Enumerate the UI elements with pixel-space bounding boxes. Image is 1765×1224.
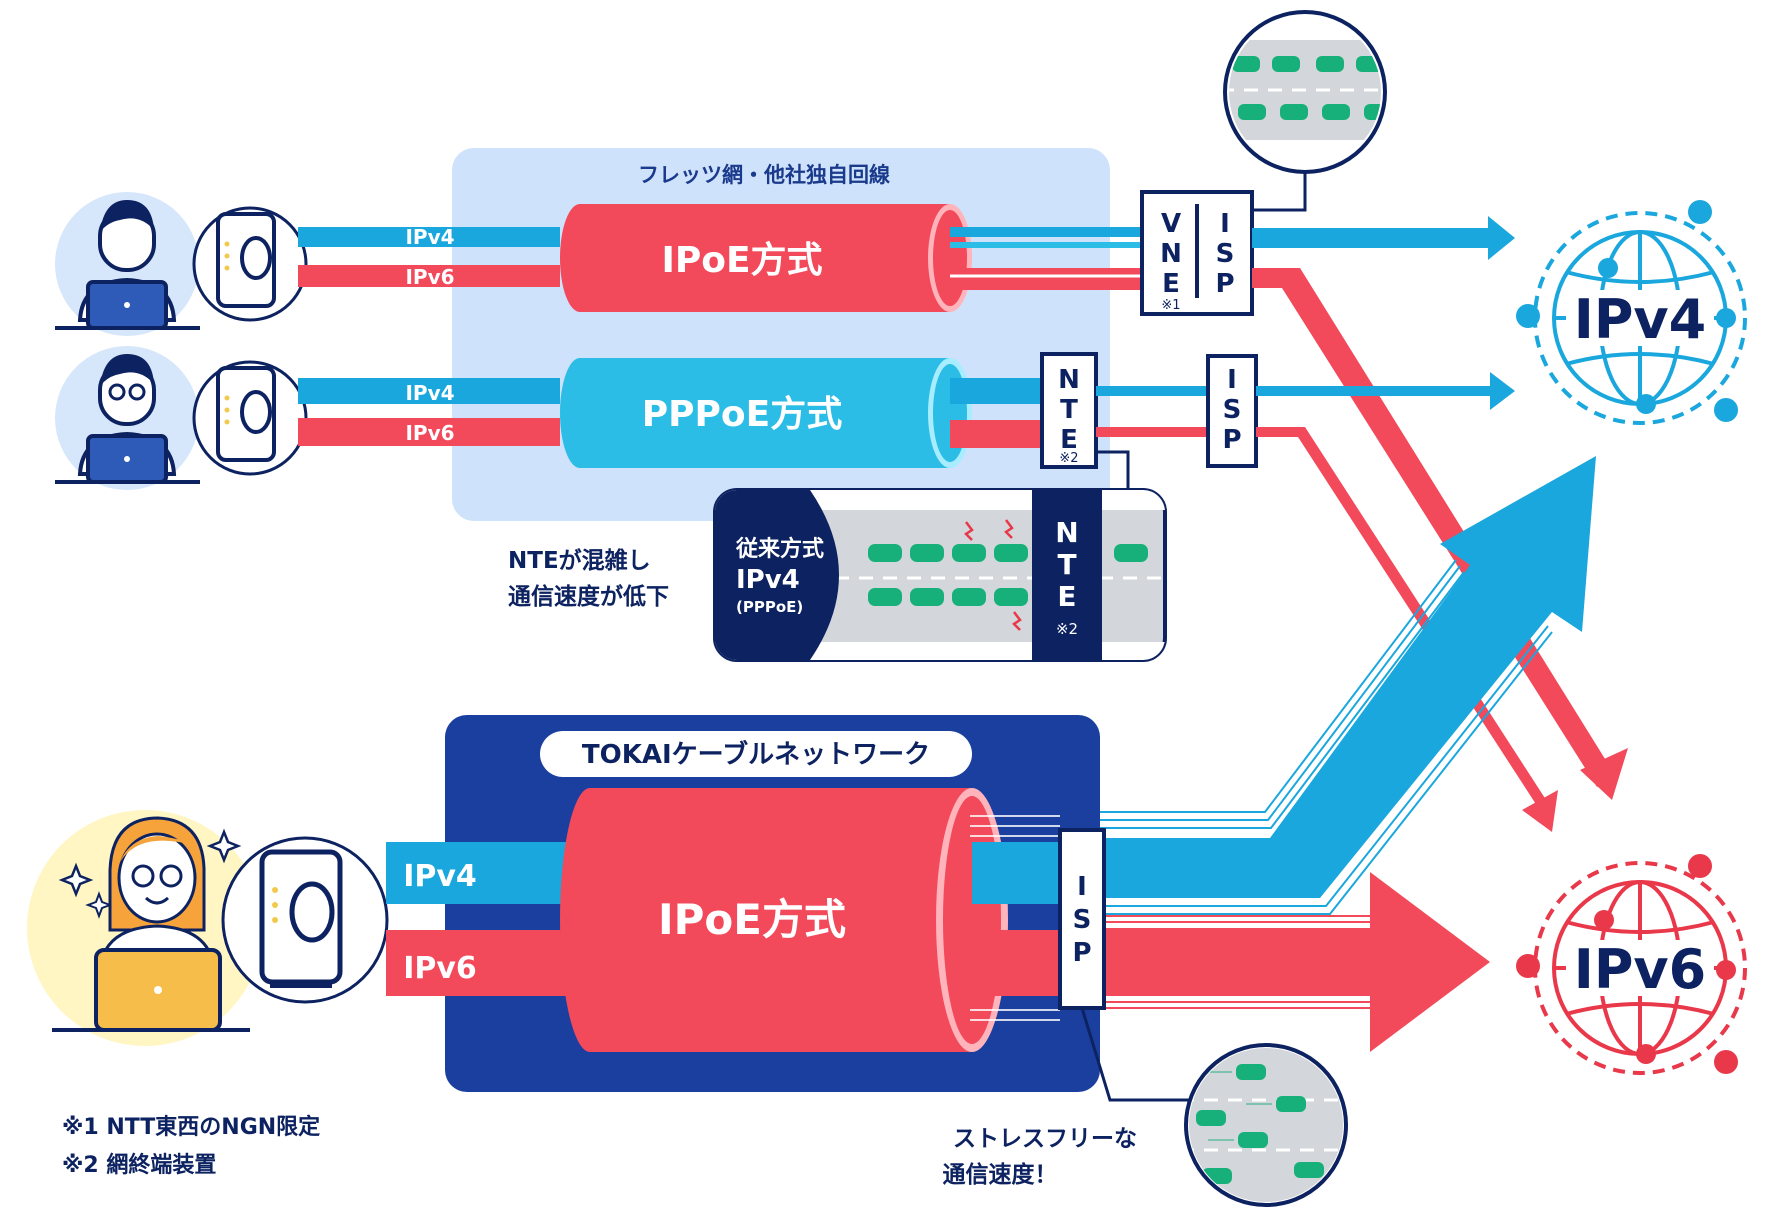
svg-text:S: S (1223, 395, 1242, 425)
svg-text:E: E (1057, 580, 1076, 613)
tokai-network-title: TOKAIケーブルネットワーク (582, 739, 930, 770)
traffic-zoom-circle-bottom (1184, 1043, 1348, 1207)
router-icon-1 (192, 206, 308, 322)
svg-text:S: S (1073, 905, 1092, 935)
svg-text:I: I (1077, 872, 1087, 902)
svg-text:T: T (1057, 548, 1076, 581)
svg-text:V: V (1161, 209, 1181, 239)
svg-text:N: N (1160, 239, 1182, 269)
user-avatar-3 (27, 810, 263, 1046)
svg-text:I: I (1220, 209, 1230, 239)
nte-congestion-panel: 従来方式 IPv4 (PPPoE) N T E ※2 (713, 488, 1167, 662)
congestion-caption-line1: NTEが混雑し (508, 547, 651, 574)
tokai-tube-label: IPoE方式 (658, 895, 846, 944)
ipoe-ipv6-label: IPv6 (405, 265, 454, 289)
tokai-title-pill (540, 731, 972, 777)
user-avatar-2 (55, 346, 200, 490)
footnote-1: ※1 NTT東西のNGN限定 (62, 1114, 320, 1140)
svg-text:P: P (1215, 269, 1234, 299)
pppoe-tube-label: PPPoE方式 (642, 394, 842, 435)
pppoe-ipv6-label: IPv6 (405, 421, 454, 445)
svg-text:E: E (1060, 425, 1078, 455)
tokai-ipv6-big-arrow (1080, 872, 1490, 1052)
svg-text:※2: ※2 (1059, 451, 1078, 466)
router-icon-2 (192, 360, 308, 476)
footnote-2: ※2 網終端装置 (62, 1152, 216, 1178)
panel-label-line3: (PPPoE) (736, 598, 803, 616)
ipoe-tube-tokai (560, 788, 1060, 1052)
svg-text:N: N (1058, 365, 1080, 395)
congestion-caption-line2: 通信速度が低下 (508, 583, 669, 610)
svg-text:T: T (1060, 395, 1078, 425)
svg-text:P: P (1072, 938, 1091, 968)
ipv4-globe-label: IPv4 (1574, 288, 1706, 351)
svg-text:※2: ※2 (1056, 620, 1078, 638)
svg-text:I: I (1227, 365, 1237, 395)
pppoe-ipv4-label: IPv4 (405, 381, 454, 405)
svg-text:※1: ※1 (1161, 298, 1180, 313)
panel-label-line1: 従来方式 (735, 536, 824, 562)
ipoe-tube-label: IPoE方式 (661, 240, 822, 281)
isp-box-tokai: I S P (1058, 828, 1106, 1010)
pppoe-ipv4-arrow (1256, 372, 1515, 410)
traffic-zoom-circle-top (1223, 10, 1387, 174)
router-icon-3 (221, 836, 389, 1004)
vne-isp-box: V N E ※1 I S P (1140, 190, 1254, 316)
svg-text:N: N (1055, 516, 1078, 549)
tokai-ipv4-label: IPv4 (403, 859, 477, 894)
ipv6-globe-label: IPv6 (1574, 938, 1706, 1001)
stressfree-caption-line1: ストレスフリーな (953, 1126, 1137, 1152)
panel-label-line2: IPv4 (736, 565, 800, 595)
ipoe-tube-flets (560, 204, 972, 312)
isp-box-pppoe: I S P (1206, 354, 1258, 468)
tokai-ipv6-label: IPv6 (403, 951, 477, 986)
svg-text:S: S (1216, 239, 1235, 269)
ipoe-ipv4-arrow (1252, 216, 1515, 260)
stressfree-caption-line2: 通信速度！ (943, 1161, 1058, 1188)
pppoe-ipv6-arrow (1256, 427, 1558, 832)
svg-text:P: P (1222, 425, 1241, 455)
nte-box: N T E ※2 (1040, 352, 1098, 469)
user-avatar-1 (55, 192, 200, 336)
svg-text:E: E (1162, 269, 1180, 299)
flets-network-title: フレッツ網・他社独自回線 (638, 163, 890, 187)
tokai-ipv4-big-arrow (1080, 456, 1596, 915)
ipoe-ipv4-label: IPv4 (405, 225, 454, 249)
